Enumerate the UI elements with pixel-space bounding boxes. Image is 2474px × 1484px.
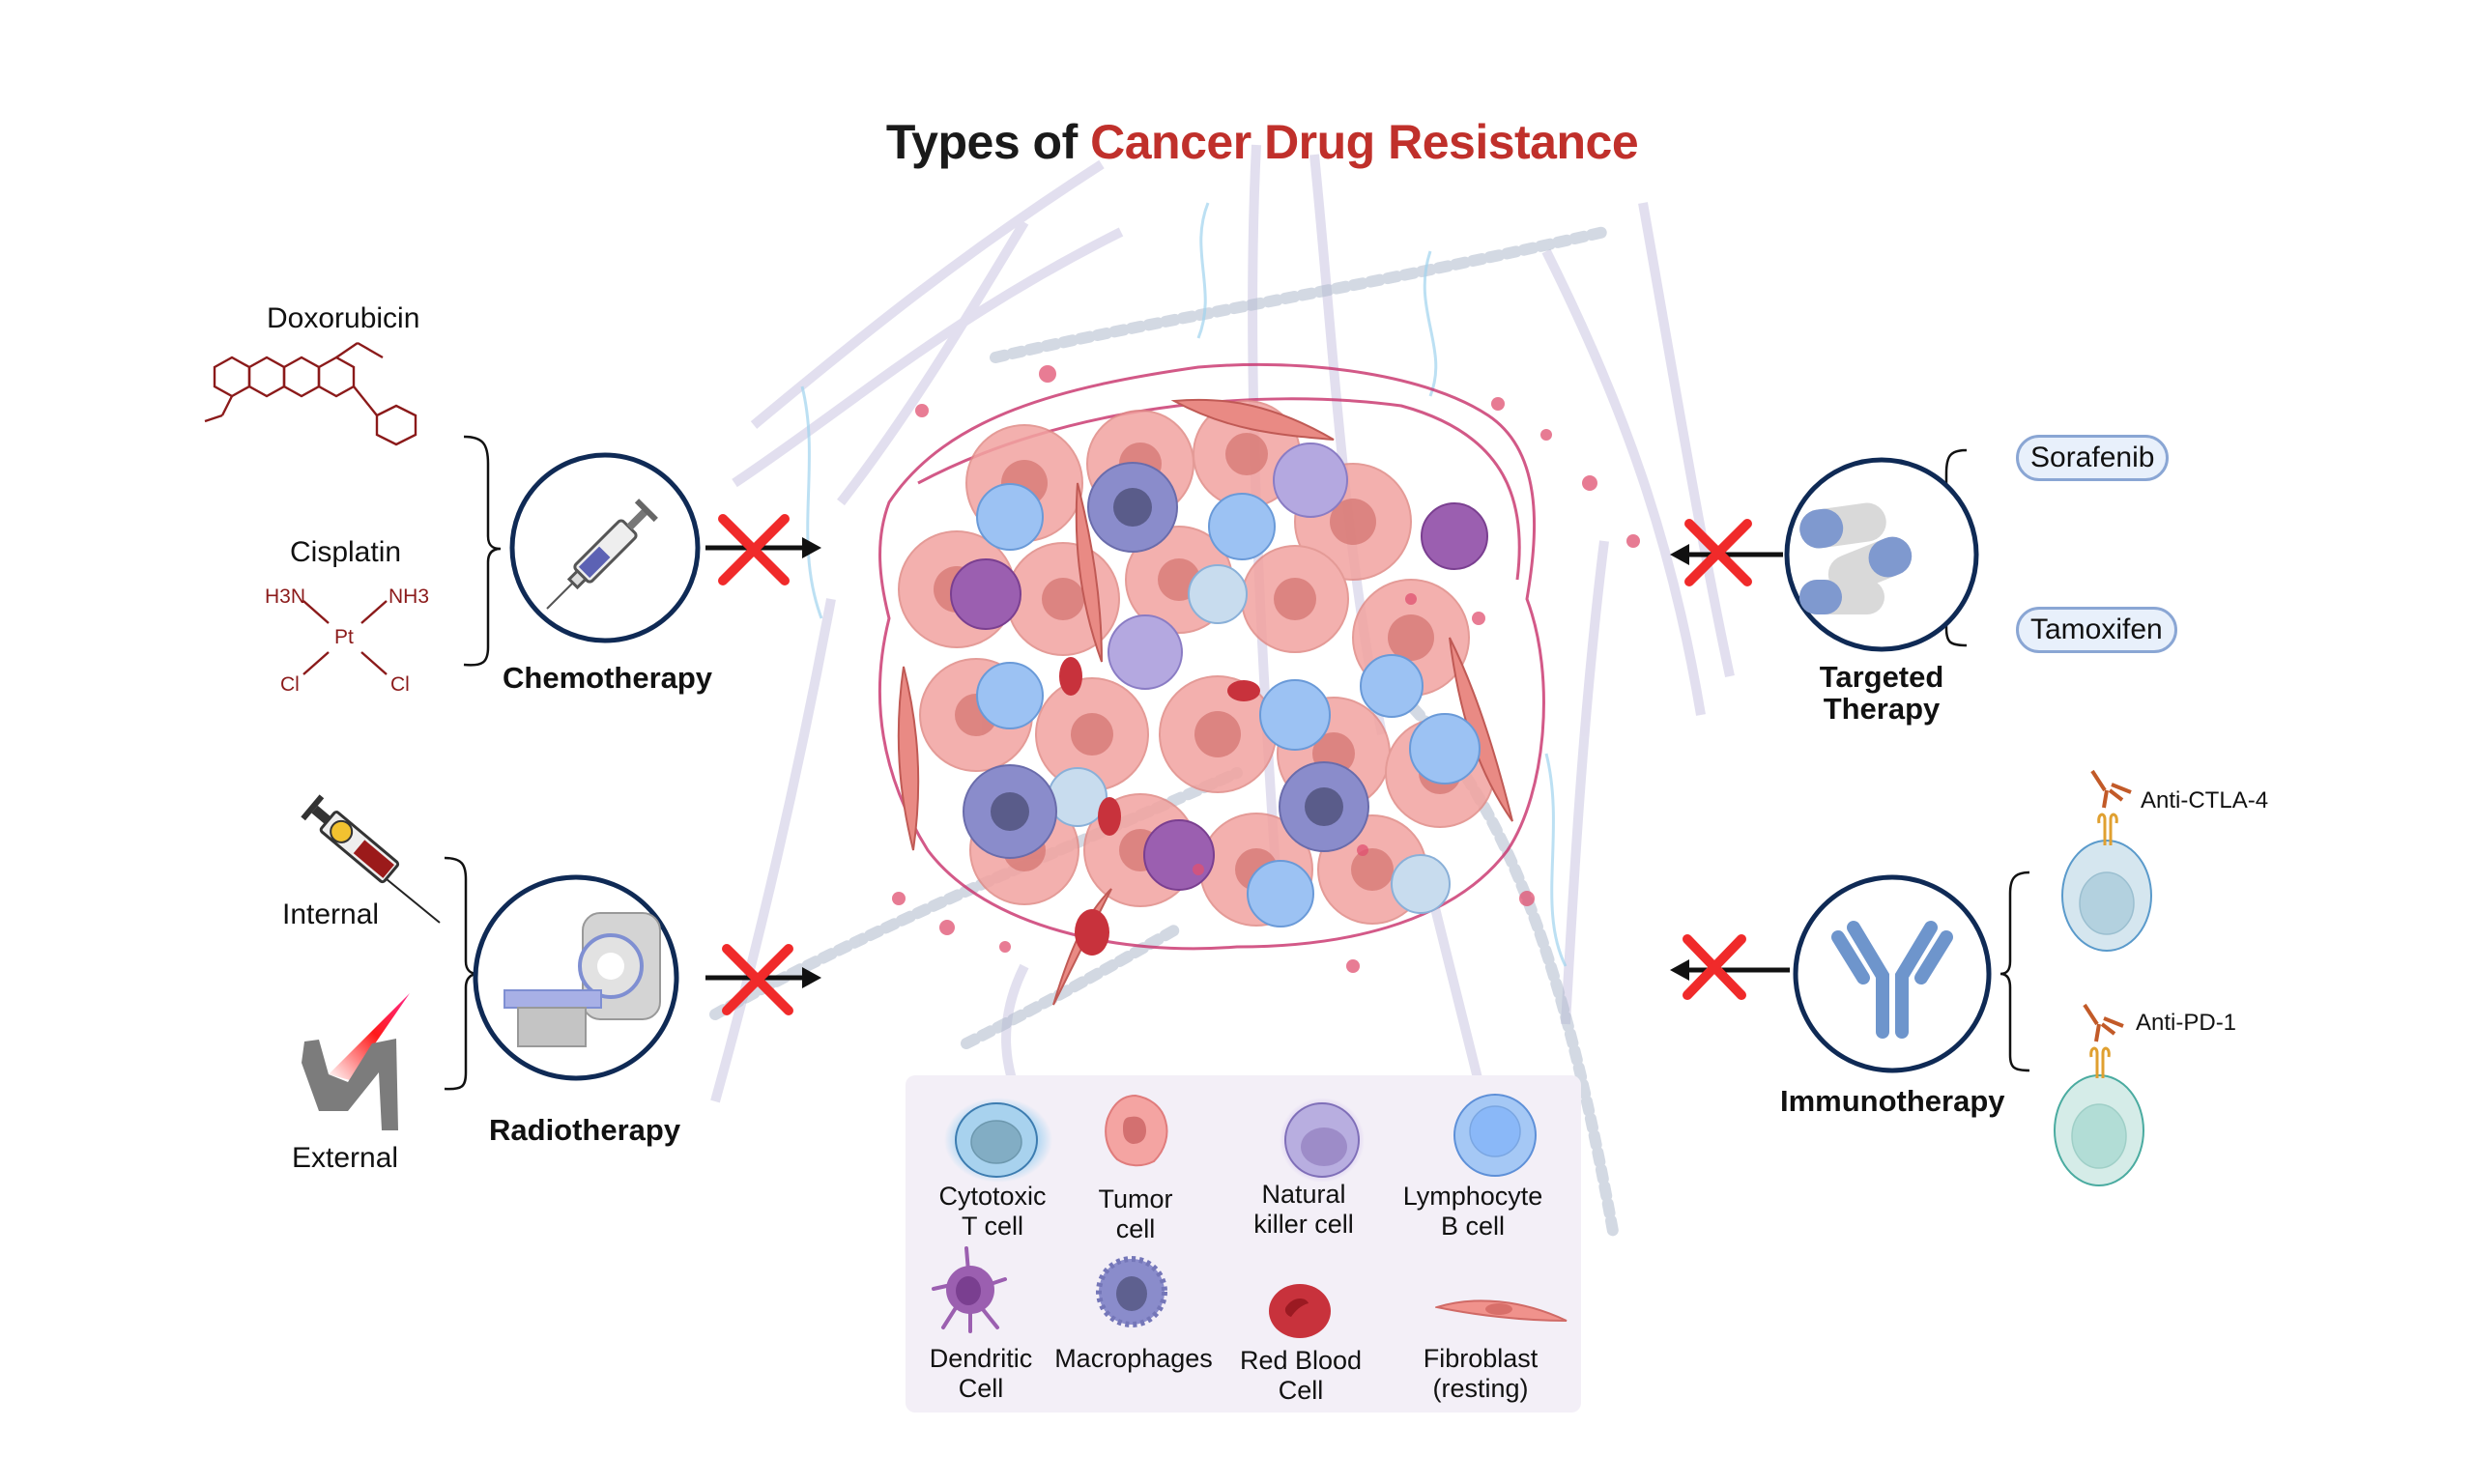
- cisplatin-cl-left: Cl: [280, 673, 300, 696]
- radiation-beam-arm-icon: [302, 993, 410, 1130]
- brace-immunotherapy: [1999, 870, 2030, 1072]
- red-blood-cell-icon: [1269, 1284, 1331, 1338]
- legend-label-b-cell: Lymphocyte B cell: [1391, 1182, 1555, 1241]
- page-title: Types of Cancer Drug Resistance: [0, 114, 2474, 170]
- legend-label-line1: Lymphocyte: [1402, 1182, 1543, 1211]
- legend-label-line1: Red Blood: [1239, 1346, 1363, 1375]
- brace-chemotherapy: [463, 435, 502, 667]
- antibody-t-cell-icon: [2054, 1003, 2144, 1186]
- radioactive-syringe-icon: [301, 794, 441, 924]
- therapy-label-targeted: Targeted Therapy: [1804, 661, 1959, 725]
- macrophage-icon: [1096, 1256, 1167, 1327]
- legend-label-line2: T cell: [961, 1212, 1024, 1241]
- therapy-label-immunotherapy: Immunotherapy: [1780, 1084, 2005, 1118]
- therapy-label-chemotherapy: Chemotherapy: [503, 661, 713, 695]
- legend-label-line2: (resting): [1432, 1374, 1529, 1403]
- legend-label-line1: Fibroblast: [1423, 1344, 1539, 1373]
- particles: [892, 365, 1640, 973]
- cell-type-legend: Cytotoxic T cell Tumor cell Natural kill…: [906, 1075, 1581, 1413]
- legend-label-line2: cell: [1115, 1214, 1156, 1243]
- antibody-t-cell-icon: [2061, 769, 2152, 952]
- cisplatin-h3n: H3N: [265, 585, 306, 608]
- syringe-icon: [546, 499, 658, 610]
- title-highlight: Cancer Drug Resistance: [1090, 115, 1639, 169]
- tumor-cell-icon: [1105, 1094, 1168, 1167]
- immunotherapy-circle: [1793, 874, 1992, 1073]
- dendritic-cells-in-tumor: [950, 502, 1488, 891]
- drug-pill-tamoxifen: Tamoxifen: [2016, 607, 2177, 653]
- legend-label-line2: killer cell: [1253, 1210, 1354, 1239]
- targeted-label-line1: Targeted: [1819, 660, 1944, 694]
- blocked-x-icon: [1683, 934, 1746, 1000]
- legend-label-fibroblast: Fibroblast (resting): [1398, 1344, 1563, 1404]
- legend-label-line1: Tumor: [1098, 1184, 1173, 1213]
- brace-radiotherapy: [444, 856, 478, 1091]
- blocked-arrow-immunotherapy: [1670, 934, 1790, 1000]
- nk-cell-icon: [1280, 1098, 1365, 1183]
- cisplatin-pt: Pt: [334, 626, 354, 648]
- drug-label-doxorubicin: Doxorubicin: [267, 302, 420, 334]
- legend-label-line2: Cell: [958, 1374, 1004, 1403]
- red-blood-cells-in-tumor: [1059, 657, 1260, 956]
- cisplatin-nh3: NH3: [388, 585, 430, 608]
- blocked-arrow-targeted: [1670, 519, 1783, 586]
- legend-label-macrophages: Macrophages: [1051, 1344, 1216, 1374]
- legend-label-red-blood-cell: Red Blood Cell: [1219, 1346, 1383, 1406]
- doxorubicin-structure: [204, 341, 417, 446]
- radiotherapy-type-external: External: [292, 1142, 399, 1174]
- legend-label-line1: Natural: [1261, 1180, 1346, 1209]
- legend-label-line1: Dendritic: [929, 1344, 1033, 1373]
- drug-pill-sorafenib: Sorafenib: [2016, 435, 2170, 481]
- title-prefix: Types of: [885, 115, 1078, 169]
- legend-label-tumor-cell: Tumor cell: [1053, 1184, 1218, 1244]
- legend-label-line1: Macrophages: [1054, 1344, 1213, 1373]
- legend-label-line1: Cytotoxic: [938, 1182, 1047, 1211]
- cytotoxic-t-cell-icon: [944, 1098, 1052, 1183]
- ecm-fronds: [800, 202, 1568, 967]
- legend-label-dendritic-cell: Dendritic Cell: [899, 1344, 1063, 1404]
- radiotherapy-type-internal: Internal: [282, 899, 380, 930]
- radiotherapy-circle: [473, 874, 679, 1081]
- legend-label-nk-cell: Natural killer cell: [1222, 1180, 1386, 1240]
- targeted-therapy-circle: [1784, 457, 1979, 652]
- nk-cells-in-tumor: [1108, 442, 1348, 690]
- blocked-arrow-chemotherapy: [705, 514, 821, 585]
- b-cell-icon: [1453, 1094, 1537, 1177]
- drug-label-cisplatin: Cisplatin: [290, 536, 402, 568]
- blocked-x-icon: [718, 514, 790, 585]
- capsules-icon: [1799, 502, 1913, 614]
- fibroblast-icon: [1435, 1299, 1568, 1322]
- ct-scanner-icon: [503, 912, 661, 1047]
- blocked-arrow-radiotherapy: [705, 944, 821, 1015]
- legend-label-line2: B cell: [1440, 1212, 1506, 1241]
- targeted-label-line2: Therapy: [1823, 692, 1941, 726]
- therapy-label-radiotherapy: Radiotherapy: [489, 1113, 681, 1147]
- legend-label-cytotoxic-t-cell: Cytotoxic T cell: [910, 1182, 1075, 1241]
- antibody-icon: [1831, 921, 1953, 1039]
- blocked-x-icon: [722, 944, 793, 1015]
- blocked-x-icon: [1684, 519, 1752, 586]
- dendritic-cell-icon: [932, 1246, 1007, 1333]
- cisplatin-structure: [302, 600, 388, 675]
- chemotherapy-circle: [509, 452, 701, 643]
- legend-label-line2: Cell: [1278, 1376, 1324, 1405]
- b-cells-in-tumor: [976, 483, 1481, 928]
- immuno-agent-anti-pd-1: Anti-PD-1: [2136, 1010, 2237, 1036]
- immuno-agent-anti-ctla-4: Anti-CTLA-4: [2141, 787, 2269, 813]
- cisplatin-cl-right: Cl: [390, 673, 410, 696]
- collagen-fibers: [710, 144, 1735, 1123]
